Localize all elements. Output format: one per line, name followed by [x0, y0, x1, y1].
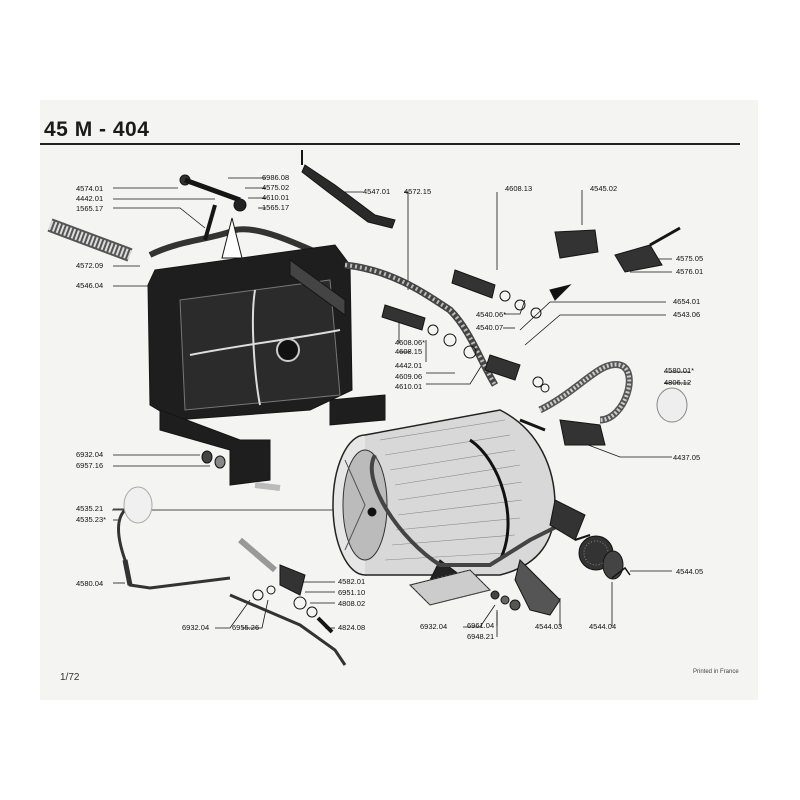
callout: 6932.04 — [420, 622, 448, 631]
callout: 4544.04 — [589, 622, 617, 631]
callout: 4575.05 — [676, 254, 704, 263]
filter-discs — [578, 535, 631, 580]
lower-fuel-line — [117, 482, 347, 666]
page-number: 1/72 — [60, 672, 80, 683]
callout: 4608.13 — [505, 184, 533, 193]
pipe-right — [519, 360, 688, 446]
fuel-hose — [344, 261, 499, 387]
callout: 4545.02 — [590, 184, 618, 193]
callout: 4540.06* — [476, 310, 507, 319]
callout: 4824.08 — [338, 623, 366, 632]
page-title: 45 M - 404 — [44, 118, 150, 141]
printed-note: Printed in France — [693, 669, 739, 675]
callout: 1565.17 — [262, 203, 290, 212]
callout: 4546.04 — [76, 281, 104, 290]
callout: 4610.01 — [395, 382, 423, 391]
callout: 4543.06 — [673, 310, 701, 319]
callout: 4608.15 — [395, 347, 423, 356]
callout: 6961.04 — [467, 621, 495, 630]
callout: 4576.01 — [676, 267, 704, 276]
sender-units — [381, 226, 681, 393]
callout: 4610.01 — [262, 193, 290, 202]
callout: 6955.26 — [232, 623, 260, 632]
callout: 4580.01* — [664, 366, 695, 375]
callout: 4654.01 — [673, 297, 701, 306]
callout: 4544.05 — [676, 567, 704, 576]
callout: 4806.12 — [664, 378, 692, 387]
washers — [201, 450, 591, 611]
callout: 4535.21 — [76, 504, 104, 513]
fuel-tank — [147, 244, 386, 486]
callout: 4540.07 — [476, 323, 504, 332]
callout: 4442.01 — [76, 194, 104, 203]
title-rule — [40, 143, 740, 145]
leader-lines — [112, 177, 690, 637]
callout: 4544.03 — [535, 622, 563, 631]
callout: 4575.02 — [262, 183, 290, 192]
callout: 6951.10 — [338, 588, 366, 597]
callout: 4535.23* — [76, 515, 107, 524]
callout: 4437.05 — [673, 453, 701, 462]
callout: 4808.02 — [338, 599, 366, 608]
callout: 4582.01 — [338, 577, 366, 586]
callout: 6932.04 — [182, 623, 210, 632]
callout: 4547.01 — [363, 187, 391, 196]
callout: 4574.01 — [76, 184, 104, 193]
callout: 4608.06* — [395, 338, 426, 347]
callout: 4609.06 — [395, 372, 423, 381]
callout: 1565.17 — [76, 204, 104, 213]
callout: 6957.16 — [76, 461, 104, 470]
callout: 6932.04 — [76, 450, 104, 459]
callout: 4580.04 — [76, 579, 104, 588]
callout: 6986.08 — [262, 173, 290, 182]
drum-bracket — [369, 453, 586, 616]
callout: 4442.01 — [395, 361, 423, 370]
callout: 6948.21 — [467, 632, 495, 641]
air-cleaner — [332, 409, 556, 591]
callout: 4572.09 — [76, 261, 104, 270]
callout: 4572.15 — [404, 187, 432, 196]
